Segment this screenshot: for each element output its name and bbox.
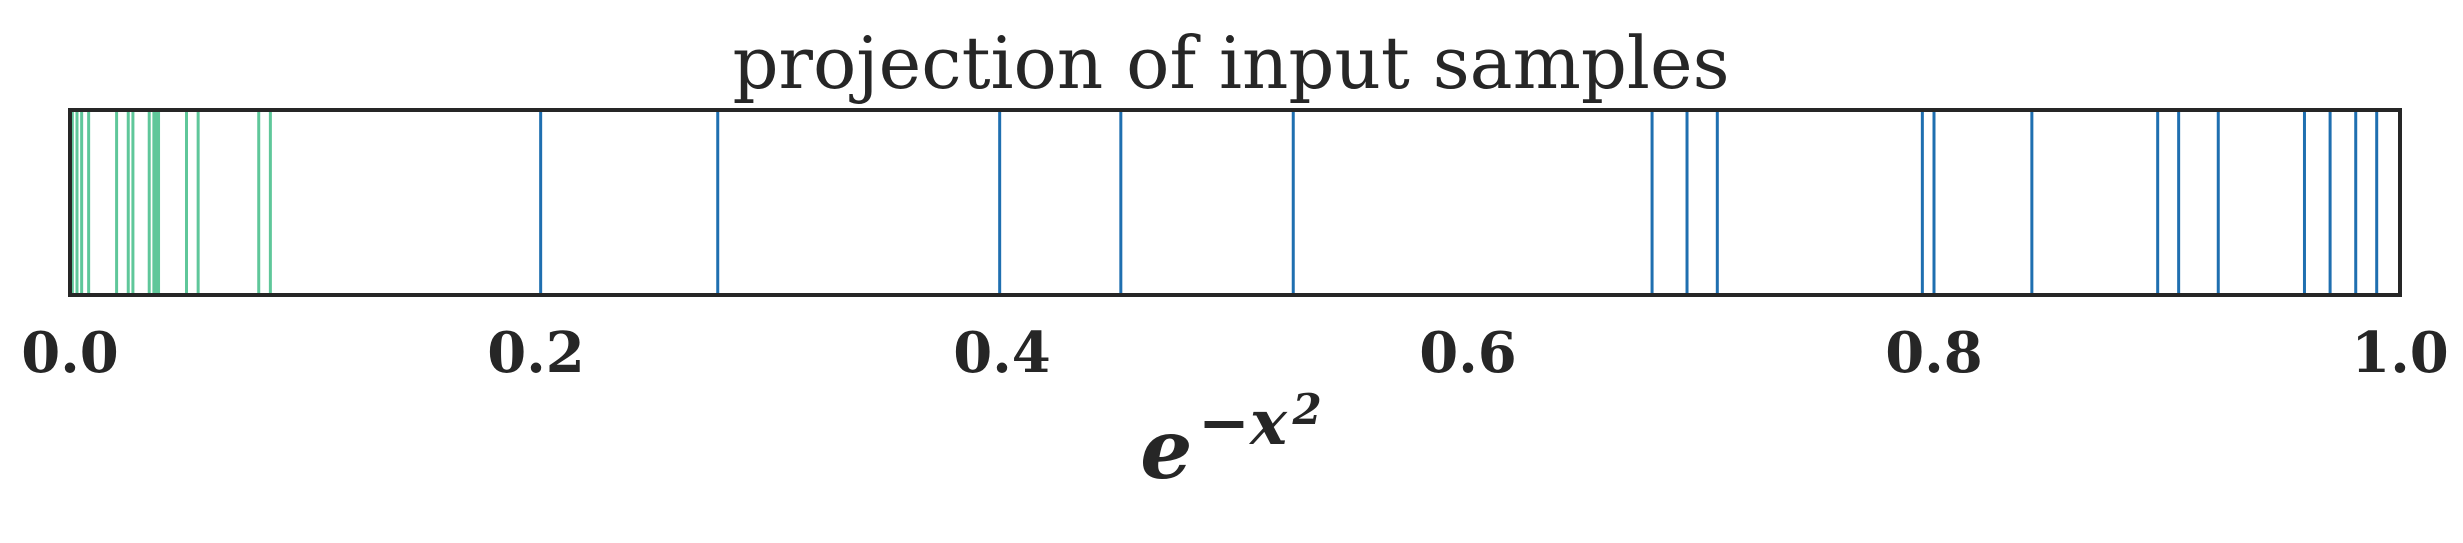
rug-lines [70, 112, 2379, 293]
chart-title: projection of input samples [732, 21, 1729, 105]
x-tick-label-4: 0.8 [1885, 320, 1982, 386]
x-tick-label-1: 0.2 [487, 320, 584, 386]
plot-frame [68, 108, 2402, 297]
x-tick-label-0: 0.0 [21, 320, 118, 386]
x-tick-label-2: 0.4 [953, 320, 1050, 386]
x-tick-label-5: 1.0 [2351, 320, 2448, 386]
x-tick-labels: 0.0 0.2 0.4 0.6 0.8 1.0 [21, 320, 2448, 386]
x-tick-label-3: 0.6 [1419, 320, 1516, 386]
x-axis-label: e −x 2 [1140, 385, 1321, 498]
x-axis-label-exponent: −x [1198, 386, 1288, 459]
x-axis-label-base: e [1140, 402, 1192, 498]
x-axis-label-power: 2 [1292, 385, 1322, 434]
